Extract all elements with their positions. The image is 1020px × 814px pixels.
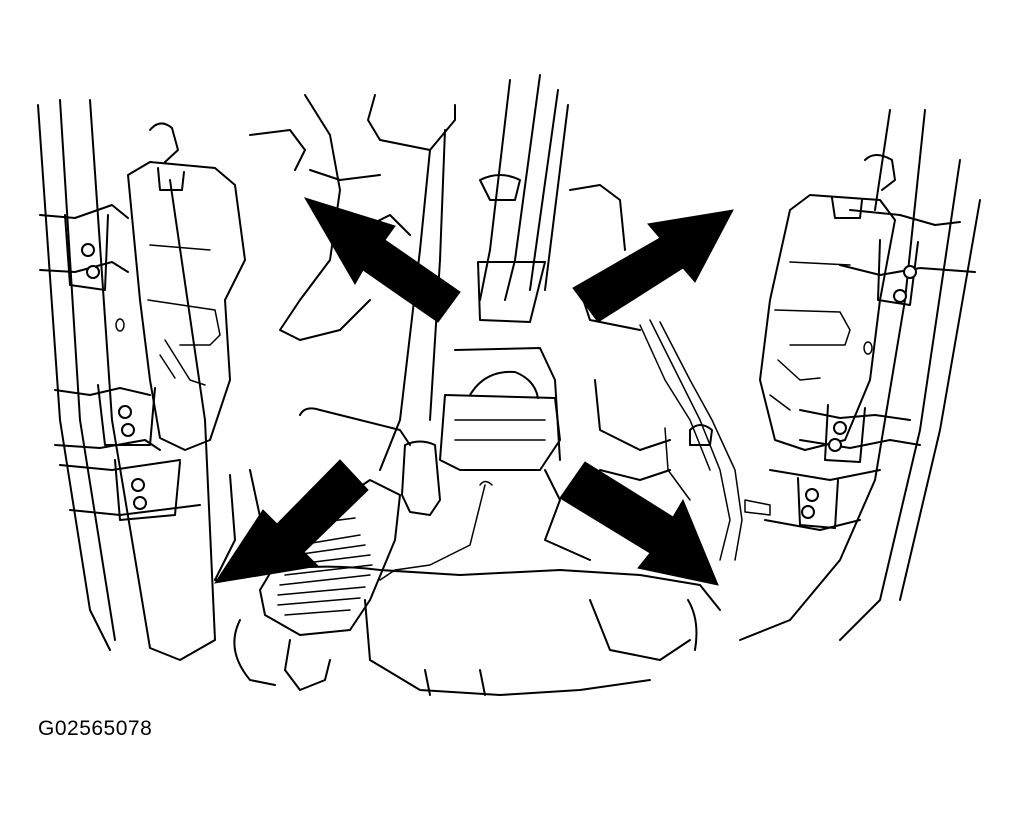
bolt-icon [86,265,100,279]
arrow-upper-right [572,209,734,323]
arrow-lower-left [213,459,369,584]
bolt-icon [833,421,847,435]
bolt-icon [81,243,95,257]
arrow-lower-right [559,461,719,586]
right-shield-plate [759,154,896,451]
sensor-wiring [379,319,771,581]
center-drivetrain [249,74,641,471]
bolt-icon [893,289,907,303]
left-shield-plate [115,122,246,451]
right-frame-rail [739,109,981,641]
left-frame-rail [37,99,216,661]
left-bolts [81,243,147,510]
bolt-icon [805,488,819,502]
bolt-icon [828,438,842,452]
figure-code: G02565078 [38,717,153,740]
arrow-upper-left [303,197,461,323]
bolt-icon [121,423,135,437]
bolt-icon [133,496,147,510]
bolt-icon [903,265,917,279]
bolt-icon [131,478,145,492]
bolt-icon [118,405,132,419]
bolt-icon [801,505,815,519]
right-bolts [801,265,917,519]
